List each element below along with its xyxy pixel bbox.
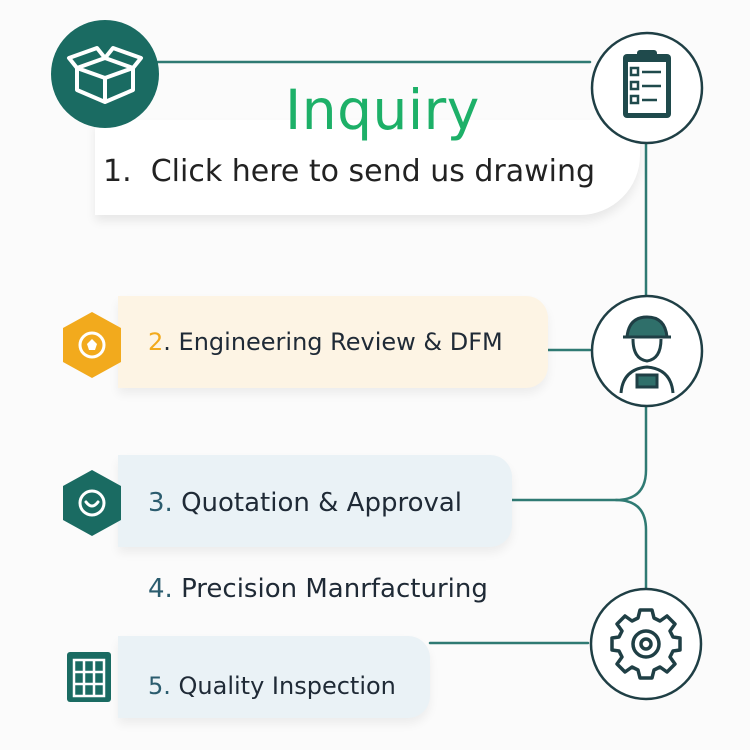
step-2-number: 2: [148, 328, 164, 356]
step-1-label[interactable]: 1. Click here to send us drawing: [103, 154, 595, 189]
inquiry-card[interactable]: [95, 120, 640, 215]
clipboard-checklist-icon[interactable]: [589, 30, 705, 146]
step-2-label: 2. Engineering Review & DFM: [148, 328, 503, 356]
quotation-card: [118, 455, 512, 547]
grid-document-icon: [67, 652, 111, 702]
step-3-label: 3. Quotation & Approval: [148, 488, 462, 518]
step-4-label: 4. Precision Manrfacturing: [148, 574, 488, 604]
badge-icon: [63, 312, 121, 378]
step-3-text: Quotation & Approval: [172, 488, 463, 518]
step-5-text: Quality Inspection: [170, 672, 396, 700]
step-1-number: 1.: [103, 154, 132, 189]
step-5-label: 5. Quality Inspection: [148, 672, 396, 700]
smile-icon: [63, 470, 121, 536]
engineering-review-card: [118, 296, 548, 388]
gear-icon: [589, 587, 703, 701]
step-5-number: 5.: [148, 672, 171, 700]
quality-inspection-card: [118, 636, 430, 718]
step-2-text: . Engineering Review & DFM: [163, 328, 503, 356]
inquiry-title: Inquiry: [285, 78, 480, 142]
box-icon: [51, 20, 159, 128]
engineer-icon: [590, 294, 704, 408]
step-4-text: Precision Manrfacturing: [172, 574, 488, 604]
step-1-text: Click here to send us drawing: [150, 154, 596, 189]
step-3-number: 3.: [148, 488, 173, 518]
step-4-number: 4.: [148, 574, 173, 604]
